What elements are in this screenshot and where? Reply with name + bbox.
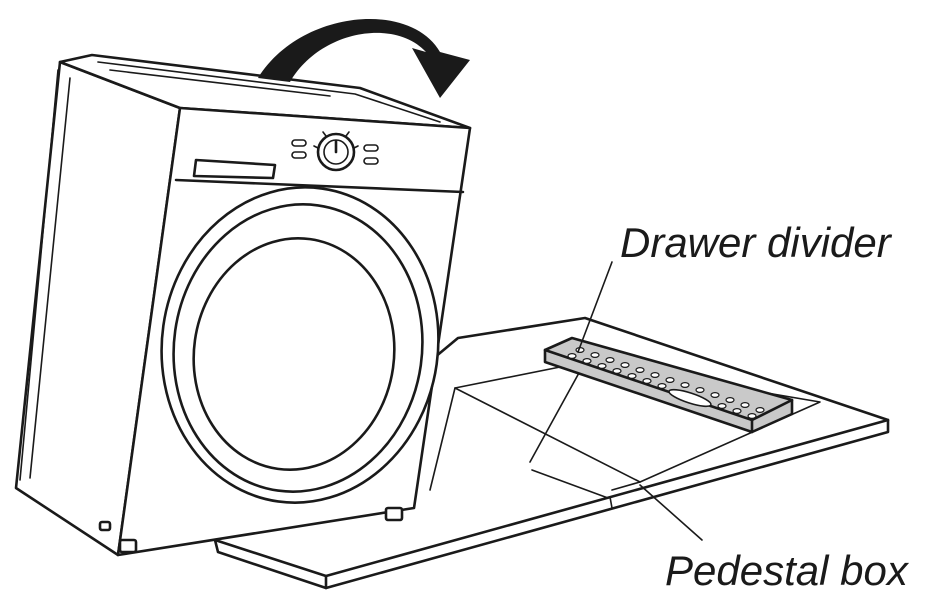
drawer-divider-label: Drawer divider xyxy=(620,219,891,266)
control-buttons xyxy=(291,139,379,165)
control-dial xyxy=(313,131,359,172)
pedestal-box-leader xyxy=(639,484,703,541)
drawer-divider xyxy=(543,336,794,434)
pedestal-box-label: Pedestal box xyxy=(665,547,908,594)
door xyxy=(160,186,440,504)
appliance xyxy=(14,53,472,557)
divider-holes xyxy=(567,347,765,420)
feet xyxy=(98,506,404,554)
drawer-divider-leader xyxy=(577,261,613,353)
tilt-arrow xyxy=(258,18,470,98)
